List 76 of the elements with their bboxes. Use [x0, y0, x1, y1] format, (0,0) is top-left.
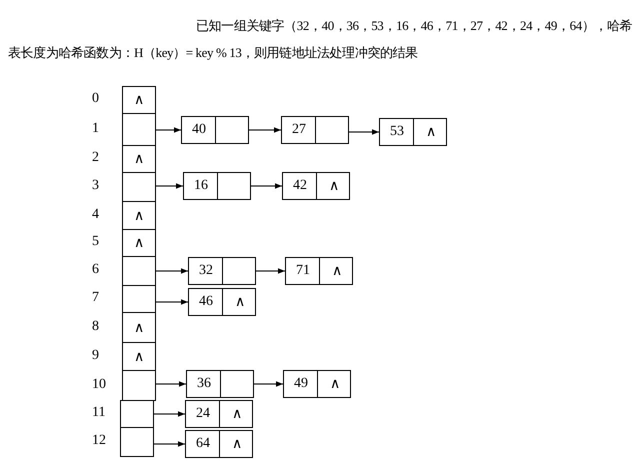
table-cell: [122, 256, 156, 286]
null-pointer-symbol: ∧: [134, 235, 144, 252]
node-value: 36: [197, 376, 211, 392]
table-cell: [122, 312, 156, 343]
index-number: 10: [92, 376, 106, 392]
node-value: 46: [199, 294, 213, 310]
list-node: [282, 172, 350, 200]
arrow: [250, 183, 282, 189]
index-number: 11: [92, 405, 106, 421]
list-node: [285, 257, 353, 285]
node-value: 53: [390, 124, 404, 140]
null-pointer-symbol: ∧: [330, 376, 340, 393]
list-node: [379, 118, 447, 146]
arrow: [348, 129, 380, 135]
index-number: 3: [92, 178, 99, 194]
arrow: [156, 299, 188, 305]
index-number: 7: [92, 290, 99, 306]
table-cell: [122, 285, 156, 313]
index-number: 1: [92, 120, 99, 136]
table-cell: [122, 370, 156, 401]
node-value: 16: [194, 178, 208, 194]
null-pointer-symbol: ∧: [134, 151, 144, 168]
index-number: 4: [92, 206, 99, 222]
arrow: [156, 268, 188, 274]
node-value: 71: [296, 263, 310, 279]
list-node: [185, 430, 253, 458]
table-cell: [122, 172, 156, 202]
list-node: [181, 116, 249, 144]
null-pointer-symbol: ∧: [232, 406, 242, 423]
null-pointer-symbol: ∧: [235, 294, 245, 311]
list-node: [183, 172, 251, 200]
table-cell: [120, 427, 154, 457]
null-pointer-symbol: ∧: [134, 348, 144, 366]
node-value: 42: [293, 178, 307, 194]
arrow: [156, 127, 182, 133]
arrow: [248, 127, 282, 133]
table-cell: [122, 86, 156, 114]
null-pointer-symbol: ∧: [426, 124, 436, 141]
arrow: [156, 183, 184, 189]
heading-text: 已知一组关键字（32，40，36，53，16，46，71，27，42，24，49，64），哈希表长度为哈希函数为：H（key）= key % 13，则用链地址法处理冲突的结果: [8, 17, 634, 62]
index-number: 6: [92, 262, 99, 278]
node-value: 40: [192, 122, 206, 138]
null-pointer-symbol: ∧: [134, 320, 144, 336]
index-number: 5: [92, 234, 99, 250]
null-pointer-symbol: ∧: [134, 208, 144, 224]
list-node: [188, 257, 256, 285]
list-node: [186, 370, 254, 398]
null-pointer-symbol: ∧: [329, 178, 339, 195]
null-pointer-symbol: ∧: [134, 92, 144, 109]
arrow: [156, 381, 186, 387]
arrow: [254, 381, 284, 387]
node-value: 32: [199, 263, 213, 279]
index-number: 9: [92, 348, 99, 364]
list-node: [283, 370, 351, 398]
index-number: 2: [92, 150, 99, 166]
node-value: 49: [294, 376, 308, 392]
table-cell: [122, 145, 156, 173]
node-value: 27: [292, 122, 306, 138]
null-pointer-symbol: ∧: [232, 436, 242, 453]
table-cell: [122, 113, 156, 146]
node-value: 64: [196, 436, 210, 452]
table-cell: [122, 342, 156, 371]
table-cell: [122, 201, 156, 230]
table-cell: [122, 229, 156, 257]
table-cell: [120, 400, 154, 428]
index-number: 0: [92, 91, 99, 107]
list-node: [281, 116, 349, 144]
list-node: [188, 288, 256, 316]
index-number: 12: [92, 433, 106, 449]
node-value: 24: [196, 406, 210, 422]
arrow: [154, 411, 186, 417]
list-node: [185, 400, 253, 428]
arrow: [154, 441, 186, 447]
null-pointer-symbol: ∧: [332, 263, 342, 280]
index-number: 8: [92, 318, 99, 334]
arrow: [256, 268, 286, 274]
